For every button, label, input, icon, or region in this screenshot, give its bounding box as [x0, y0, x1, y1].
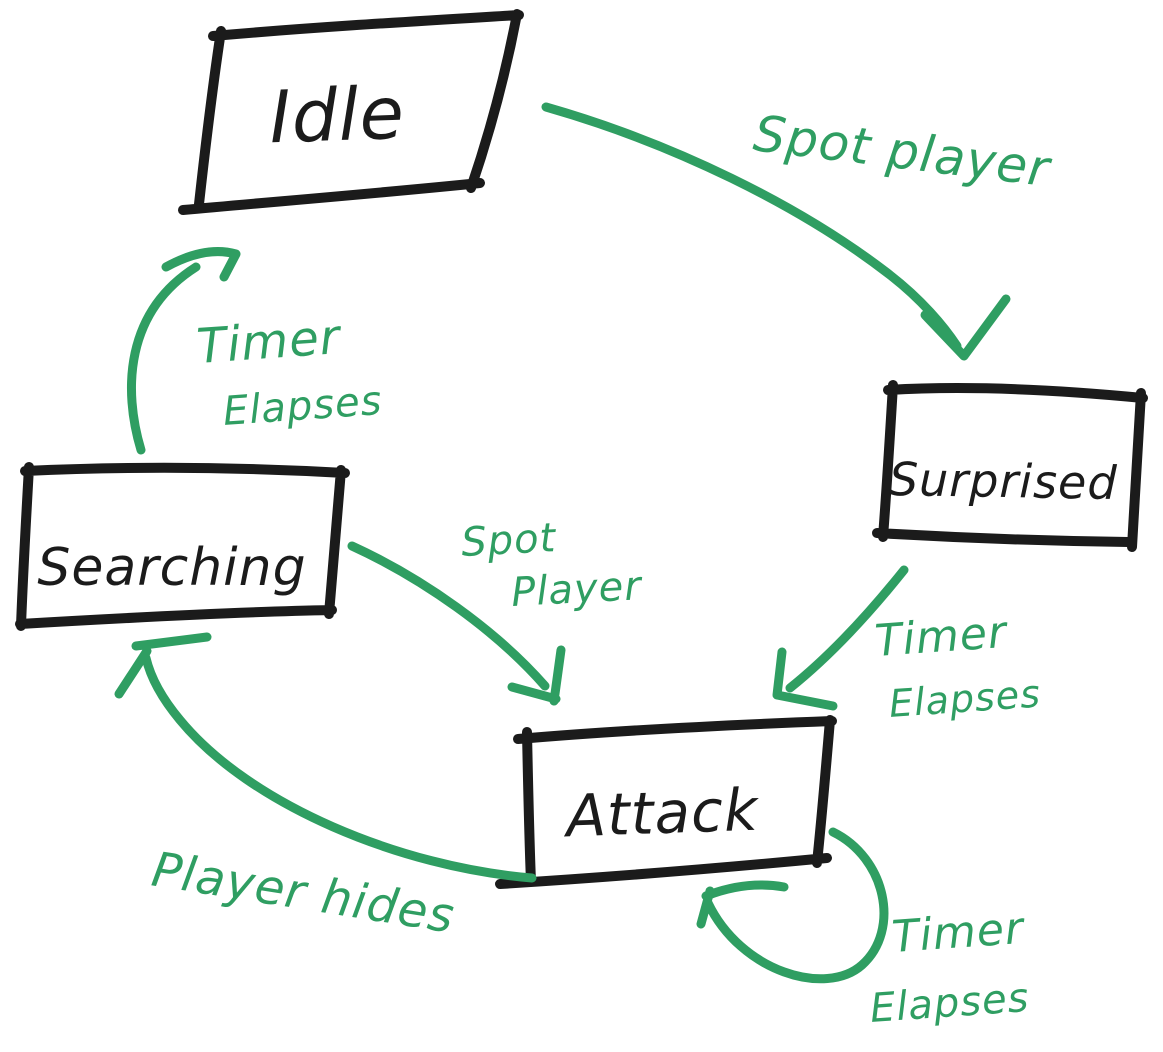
- arrow-shaft: [141, 653, 537, 883]
- arrow-shaft: [347, 541, 550, 691]
- transition-arrow-attack-to-searching: Player hides: [114, 632, 537, 945]
- transition-label-spot-player-mid-line2: Player: [510, 563, 644, 616]
- state-label-searching: Searching: [37, 538, 306, 598]
- transition-label-spot-player-mid-line1: Spot: [460, 515, 558, 566]
- state-box-attack: Attack: [495, 715, 837, 889]
- arrowhead: [114, 632, 212, 699]
- state-box-surprised: Surprised: [872, 380, 1148, 552]
- arrow-shaft: [541, 102, 962, 351]
- arrowhead: [507, 645, 566, 706]
- surprised-box-outline: [872, 380, 1148, 552]
- transition-label-timer-elapses-loop-line1: Timer: [890, 903, 1027, 963]
- state-label-attack: Attack: [561, 776, 761, 851]
- transition-label-timer-elapses-right-line2: Elapses: [888, 671, 1043, 725]
- arrowhead: [920, 294, 1011, 361]
- state-box-searching: Searching: [15, 462, 350, 631]
- arrow-shaft: [785, 565, 909, 693]
- searching-box-outline: [15, 462, 350, 631]
- transition-arrow-attack-self-loop: Timer Elapses: [696, 827, 1031, 1032]
- arrowhead: [696, 880, 789, 929]
- transition-label-timer-elapses-left-line2: Elapses: [221, 378, 383, 435]
- arrowhead: [772, 647, 838, 711]
- state-label-surprised: Surprised: [889, 452, 1119, 510]
- idle-box-outline: [178, 9, 524, 215]
- transition-arrow-searching-to-attack: Spot Player: [347, 515, 644, 706]
- state-label-idle: Idle: [268, 71, 406, 160]
- transition-arrow-searching-to-idle: Timer Elapses: [126, 247, 384, 455]
- arrow-shaft: [126, 262, 201, 455]
- transition-label-timer-elapses-loop-line2: Elapses: [868, 975, 1030, 1032]
- transition-label-timer-elapses-left-line1: Timer: [195, 309, 344, 375]
- arrow-shaft: [703, 827, 889, 984]
- state-box-idle: Idle: [178, 9, 524, 215]
- attack-box-outline: [495, 715, 837, 889]
- transition-arrow-idle-to-surprised: Spot player: [541, 102, 1056, 361]
- arrowhead: [161, 247, 241, 282]
- transition-arrow-surprised-to-attack: Timer Elapses: [772, 565, 1043, 726]
- transition-label-timer-elapses-right-line1: Timer: [873, 607, 1010, 667]
- transition-label-spot-player: Spot player: [751, 104, 1056, 198]
